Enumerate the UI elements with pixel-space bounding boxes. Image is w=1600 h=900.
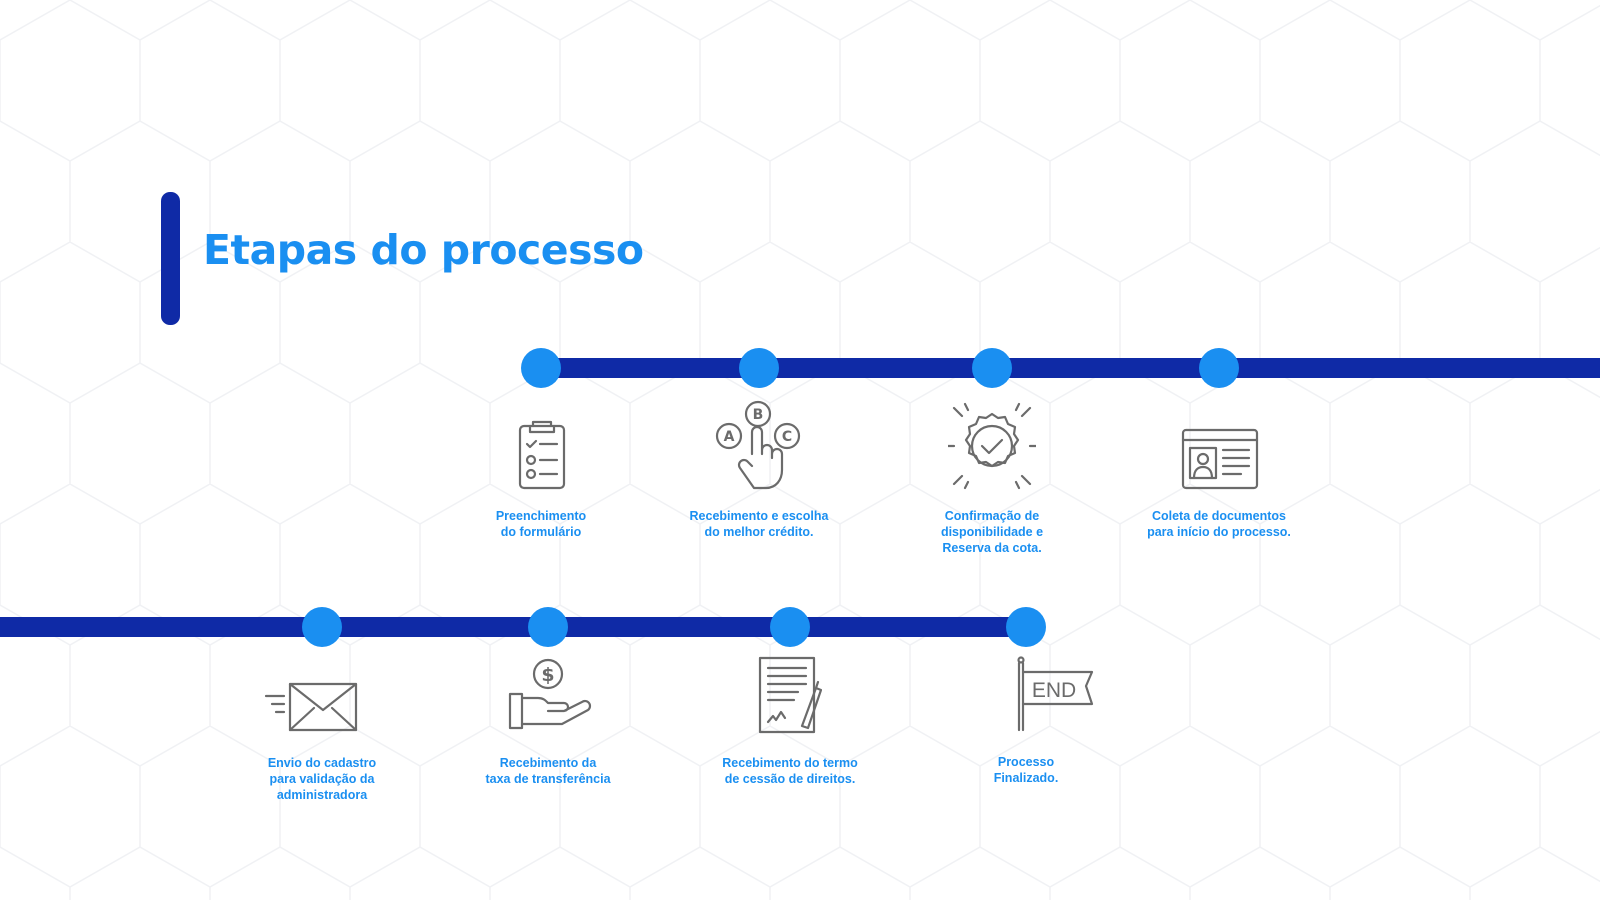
timeline-track-bottom: [0, 617, 1026, 637]
abc-choice-hand-icon: A B C: [715, 400, 801, 490]
signed-document-icon: [758, 656, 822, 734]
timeline-dot-step-4: [1199, 348, 1239, 388]
envelope-icon: [264, 682, 358, 732]
timeline-dot-step-8: [1006, 607, 1046, 647]
timeline-dot-step-3: [972, 348, 1012, 388]
svg-text:B: B: [753, 407, 764, 423]
approved-badge-icon: [948, 402, 1036, 490]
timeline-dot-step-5: [302, 607, 342, 647]
step-label-2: Recebimento e escolha do melhor crédito.: [689, 509, 829, 539]
timeline-track-top: [541, 358, 1600, 378]
id-card-icon: [1181, 428, 1259, 490]
svg-text:C: C: [782, 429, 792, 445]
timeline-dot-step-7: [770, 607, 810, 647]
step-label-4: Coleta de documentos para início do proc…: [1147, 509, 1291, 539]
step-label-1: Preenchimento do formulário: [495, 509, 587, 539]
svg-text:$: $: [541, 664, 554, 686]
page-title: Etapas do processo: [203, 226, 644, 274]
svg-text:A: A: [724, 429, 735, 445]
timeline-dot-step-2: [739, 348, 779, 388]
step-label-8: Processo Finalizado.: [993, 755, 1059, 785]
money-hand-icon: $: [508, 658, 592, 730]
step-label-3: Confirmação de disponibilidade e Reserva…: [940, 509, 1044, 555]
step-label-7: Recebimento do termo de cessão de direit…: [722, 756, 858, 786]
end-flag-icon: END: [1017, 656, 1094, 732]
title-accent-bar: [161, 192, 180, 325]
step-label-5: Envio do cadastro para validação da admi…: [267, 756, 377, 802]
timeline-dot-step-6: [528, 607, 568, 647]
clipboard-checklist-icon: [518, 420, 566, 490]
timeline-dot-step-1: [521, 348, 561, 388]
step-label-6: Recebimento da taxa de transferência: [485, 756, 611, 786]
end-flag-text: END: [1032, 679, 1076, 702]
